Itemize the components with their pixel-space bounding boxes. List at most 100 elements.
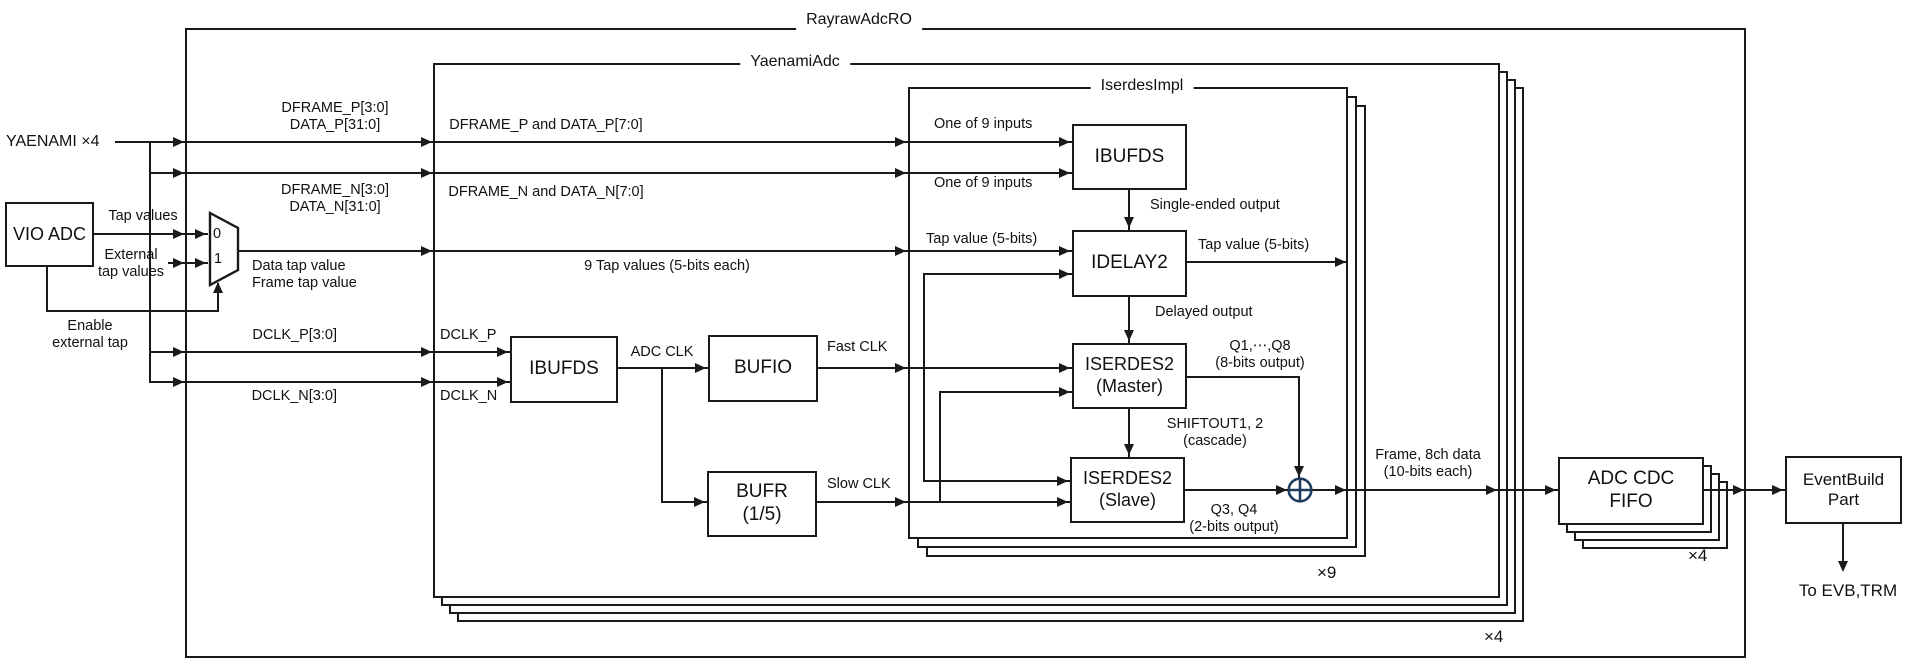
q18-line-h (1187, 376, 1300, 378)
arrowhead (1276, 485, 1287, 495)
ibufds-input-block: IBUFDS (1072, 124, 1187, 190)
arrowhead (173, 168, 184, 178)
title-iserdes-impl: IserdesImpl (1090, 75, 1194, 97)
q3-q4-label: Q3, Q4 (2-bits output) (1189, 502, 1279, 536)
dclk-n-label: DCLK_N (440, 388, 498, 404)
one-of-9-bottom-label: One of 9 inputs (934, 175, 1033, 191)
fifo-out-line (1704, 489, 1785, 491)
arrowhead (695, 363, 706, 373)
arrowhead (173, 347, 184, 357)
bufio-block: BUFIO (708, 335, 818, 402)
yaenami-multiplier: ×4 (1484, 627, 1504, 646)
external-tap-line (168, 262, 208, 264)
dframe-n-line (150, 172, 1072, 174)
external-tap-values-label: External tap values (97, 247, 165, 281)
arrowhead (1545, 485, 1556, 495)
fast-clk-line (818, 367, 1072, 369)
enable-tap-line-h (47, 310, 218, 312)
arrowhead (1059, 269, 1070, 279)
ibufds-clock-block: IBUFDS (510, 336, 618, 403)
dframe-p-bus-label: DFRAME_P[3:0] DATA_P[31:0] (281, 100, 389, 134)
arrowhead (173, 258, 184, 268)
arrowhead (497, 347, 508, 357)
slow-clk-line (817, 501, 1070, 503)
bufr-block: BUFR (1/5) (707, 471, 817, 537)
arrowhead-down (1838, 561, 1848, 572)
iserdes2-slave-block: ISERDES2 (Slave) (1070, 457, 1185, 523)
to-evb-trm-label: To EVB,TRM (1798, 581, 1898, 600)
mux-output-label: Data tap value Frame tap value (252, 258, 357, 292)
yaenami-branch-line (149, 141, 151, 383)
mux-input-0-label: 0 (213, 226, 222, 242)
dframe-n-bus-label: DFRAME_N[3:0] DATA_N[31:0] (281, 182, 389, 216)
iserdes-multiplier: ×9 (1317, 563, 1337, 582)
fast-clk-label: Fast CLK (827, 339, 888, 355)
title-rayraw-adc-ro: RayrawAdcRO (796, 9, 922, 31)
idelay-master-link (1128, 297, 1130, 343)
frame-8ch-label: Frame, 8ch data (10-bits each) (1375, 447, 1481, 481)
arrowhead (694, 497, 705, 507)
master-clk-stub (940, 391, 1072, 393)
enable-tap-line-v1 (46, 267, 48, 312)
arrowhead (1772, 485, 1783, 495)
vio-adc-block: VIO ADC (5, 202, 94, 267)
eventbuild-out-line (1842, 524, 1844, 562)
arrowhead-down (1124, 217, 1134, 228)
single-ended-label: Single-ended output (1150, 197, 1280, 213)
shiftout-label: SHIFTOUT1, 2 (cascade) (1166, 416, 1264, 450)
arrowhead-down (1124, 330, 1134, 341)
arrowhead (173, 229, 184, 239)
combine-xor-node (1287, 477, 1313, 503)
ibufds-idelay-link (1128, 190, 1130, 230)
iserdes2-master-block: ISERDES2 (Master) (1072, 343, 1187, 409)
vio-tap-line (94, 233, 208, 235)
slow-clk-label: Slow CLK (827, 476, 891, 492)
arrowhead (1059, 137, 1070, 147)
arrowhead (1059, 387, 1070, 397)
arrowhead (895, 246, 906, 256)
nine-tap-values-label: 9 Tap values (5-bits each) (584, 258, 750, 274)
q1-q8-label: Q1,⋯,Q8 (8-bits output) (1215, 338, 1305, 372)
slave-out-line (1185, 489, 1288, 491)
arrowhead (421, 168, 432, 178)
dclk-n-line (150, 381, 510, 383)
delayed-output-label: Delayed output (1155, 304, 1253, 320)
rayraw-adc-ro-box (185, 28, 1746, 658)
idelay2-block: IDELAY2 (1072, 230, 1187, 297)
inner-clk-line-b (939, 391, 941, 502)
bufr-feed-line (662, 501, 707, 503)
tap-mux (208, 210, 240, 288)
slave-clk-stub (924, 480, 1070, 482)
arrowhead (421, 246, 432, 256)
dclk-p-line (150, 351, 510, 353)
tap-value-in-label: Tap value (5-bits) (926, 231, 1038, 247)
tap-value-line (238, 250, 1072, 252)
arrowhead (895, 137, 906, 147)
q18-line-v (1298, 376, 1300, 478)
adc-clk-line (618, 367, 708, 369)
dframe-p-inner-label: DFRAME_P and DATA_P[7:0] (449, 117, 643, 133)
title-yaenami-adc: YaenamiAdc (740, 51, 850, 73)
arrowhead (895, 497, 906, 507)
arrowhead (1335, 485, 1346, 495)
adc-cdc-fifo-block: ADC CDC FIFO (1558, 457, 1704, 525)
arrowhead (895, 168, 906, 178)
yaenami-source-label: YAENAMI ×4 (6, 133, 100, 150)
frame-data-line (1312, 489, 1558, 491)
master-slave-link (1128, 409, 1130, 457)
enable-tap-line-v2 (217, 283, 219, 312)
arrowhead (1057, 497, 1068, 507)
arrowhead (173, 137, 184, 147)
arrowhead (195, 258, 206, 268)
eventbuild-part-block: EventBuild Part (1785, 456, 1902, 524)
arrowhead (895, 363, 906, 373)
arrowhead-down (1294, 466, 1304, 477)
adc-clk-label: ADC CLK (630, 344, 694, 360)
arrowhead (1486, 485, 1497, 495)
arrowhead (173, 377, 184, 387)
arrowhead-up (213, 282, 223, 293)
arrowhead (1059, 246, 1070, 256)
arrowhead (497, 377, 508, 387)
tap-value-out-label: Tap value (5-bits) (1198, 237, 1310, 253)
mux-input-1-label: 1 (214, 251, 223, 267)
